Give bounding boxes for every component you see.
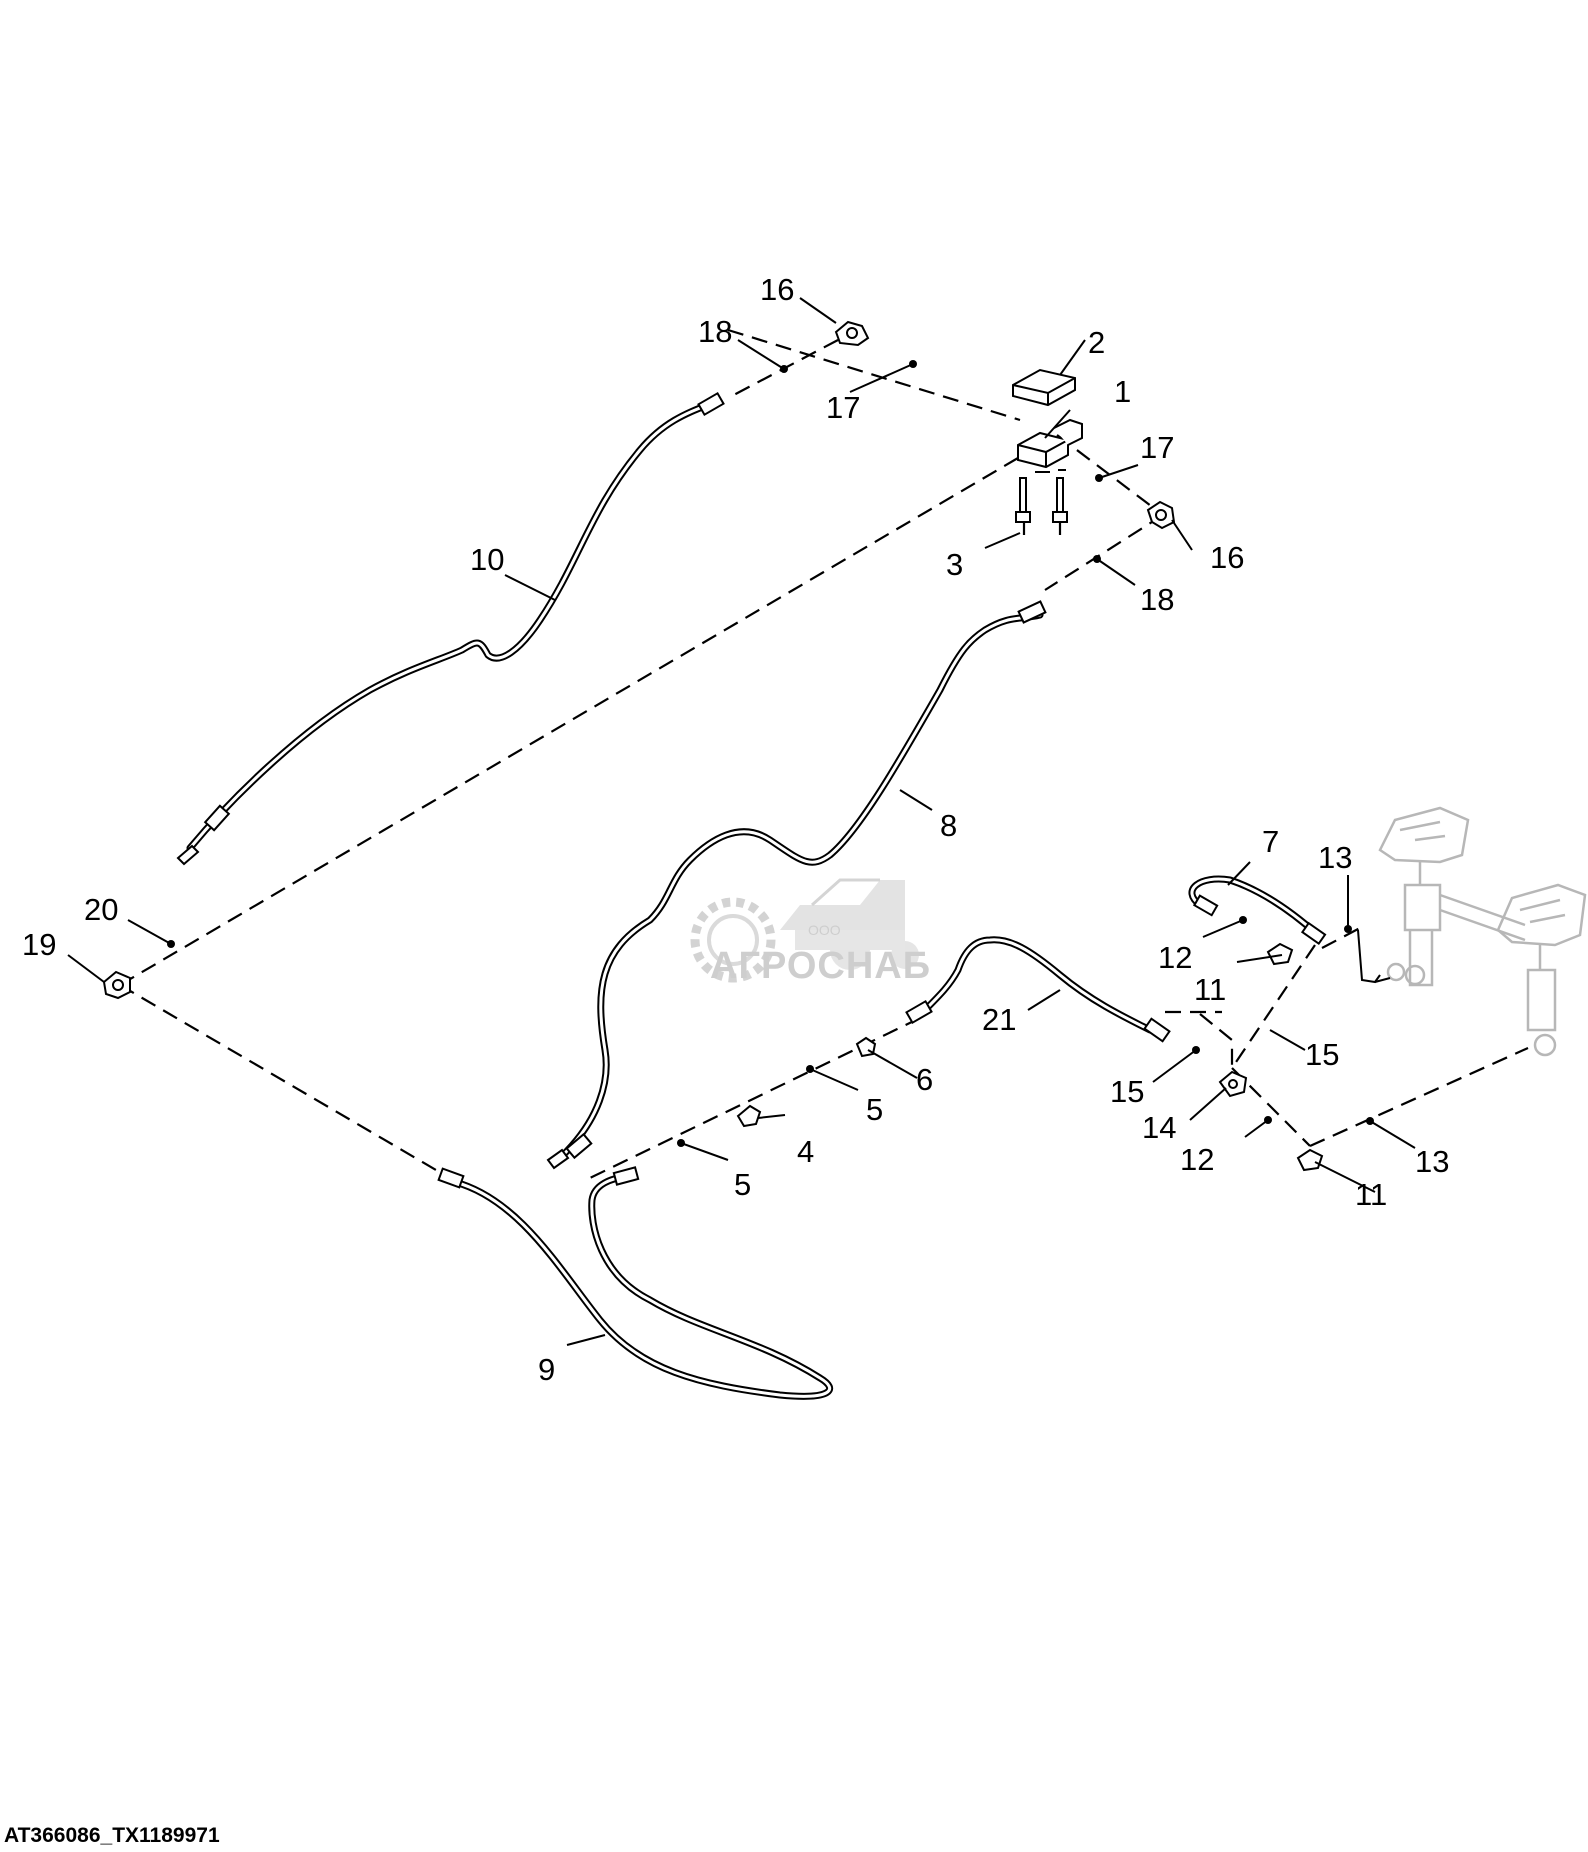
watermark-logo: ООО АГРОСНАБ (690, 878, 931, 987)
callout-leaders (67, 297, 1416, 1346)
watermark-company-prefix: ООО (808, 922, 841, 938)
watermark-company-name: АГРОСНАБ (710, 945, 931, 987)
callout-13-lower: 13 (1415, 1144, 1449, 1179)
hose-21 (905, 936, 1171, 1043)
callout-15-left: 15 (1110, 1074, 1144, 1109)
hose-7 (1188, 875, 1327, 946)
callout-15-right: 15 (1305, 1037, 1339, 1072)
part-4-fitting (736, 1104, 762, 1128)
part-11-fitting-upper (1266, 942, 1294, 966)
callout-19: 19 (22, 927, 56, 962)
callout-5-lower: 5 (734, 1167, 751, 1202)
part-3-bolts (1015, 477, 1068, 523)
part-11-fitting-lower (1296, 1148, 1324, 1172)
callout-6: 6 (916, 1062, 933, 1097)
callout-2: 2 (1088, 325, 1105, 360)
callout-9: 9 (538, 1352, 555, 1387)
callout-20: 20 (84, 892, 118, 927)
part-19-elbow (102, 970, 131, 1000)
callout-7: 7 (1262, 824, 1279, 859)
callout-3: 3 (946, 547, 963, 582)
callout-17-right: 17 (1140, 430, 1174, 465)
part-13-bracket (1357, 929, 1391, 984)
callout-8: 8 (940, 808, 957, 843)
callout-21: 21 (982, 1002, 1016, 1037)
callout-1: 1 (1114, 374, 1131, 409)
part-1-valve-block (1017, 418, 1083, 473)
callout-18-top: 18 (698, 314, 732, 349)
callout-5-upper: 5 (866, 1092, 883, 1127)
seal-dots (167, 360, 1374, 1147)
hose-8 (546, 600, 1047, 1170)
callout-12-lower: 12 (1180, 1142, 1214, 1177)
callout-11-upper: 11 (1194, 972, 1226, 1007)
callout-numbers: 1 2 3 4 5 5 6 7 8 9 10 11 11 12 12 13 13… (22, 272, 1449, 1387)
callout-13-upper: 13 (1318, 840, 1352, 875)
hose-10 (176, 391, 725, 866)
callout-16-top: 16 (760, 272, 794, 307)
callout-11-lower: 11 (1355, 1177, 1387, 1212)
part-16-elbow-top (834, 320, 870, 347)
hose-9 (437, 1166, 834, 1400)
callout-10: 10 (470, 542, 504, 577)
callout-18-right: 18 (1140, 582, 1174, 617)
part-2-cover-plate (1012, 368, 1076, 407)
callout-4: 4 (797, 1134, 814, 1169)
callout-14: 14 (1142, 1110, 1176, 1145)
ghost-axle-assembly (1378, 806, 1587, 1057)
part-14-tee (1218, 1070, 1248, 1098)
callout-12-upper: 12 (1158, 940, 1192, 975)
callout-17-left: 17 (826, 390, 860, 425)
figure-reference-id: AT366086_TX1189971 (4, 1824, 220, 1847)
callout-16-right: 16 (1210, 540, 1244, 575)
part-16-elbow-right (1146, 500, 1176, 530)
